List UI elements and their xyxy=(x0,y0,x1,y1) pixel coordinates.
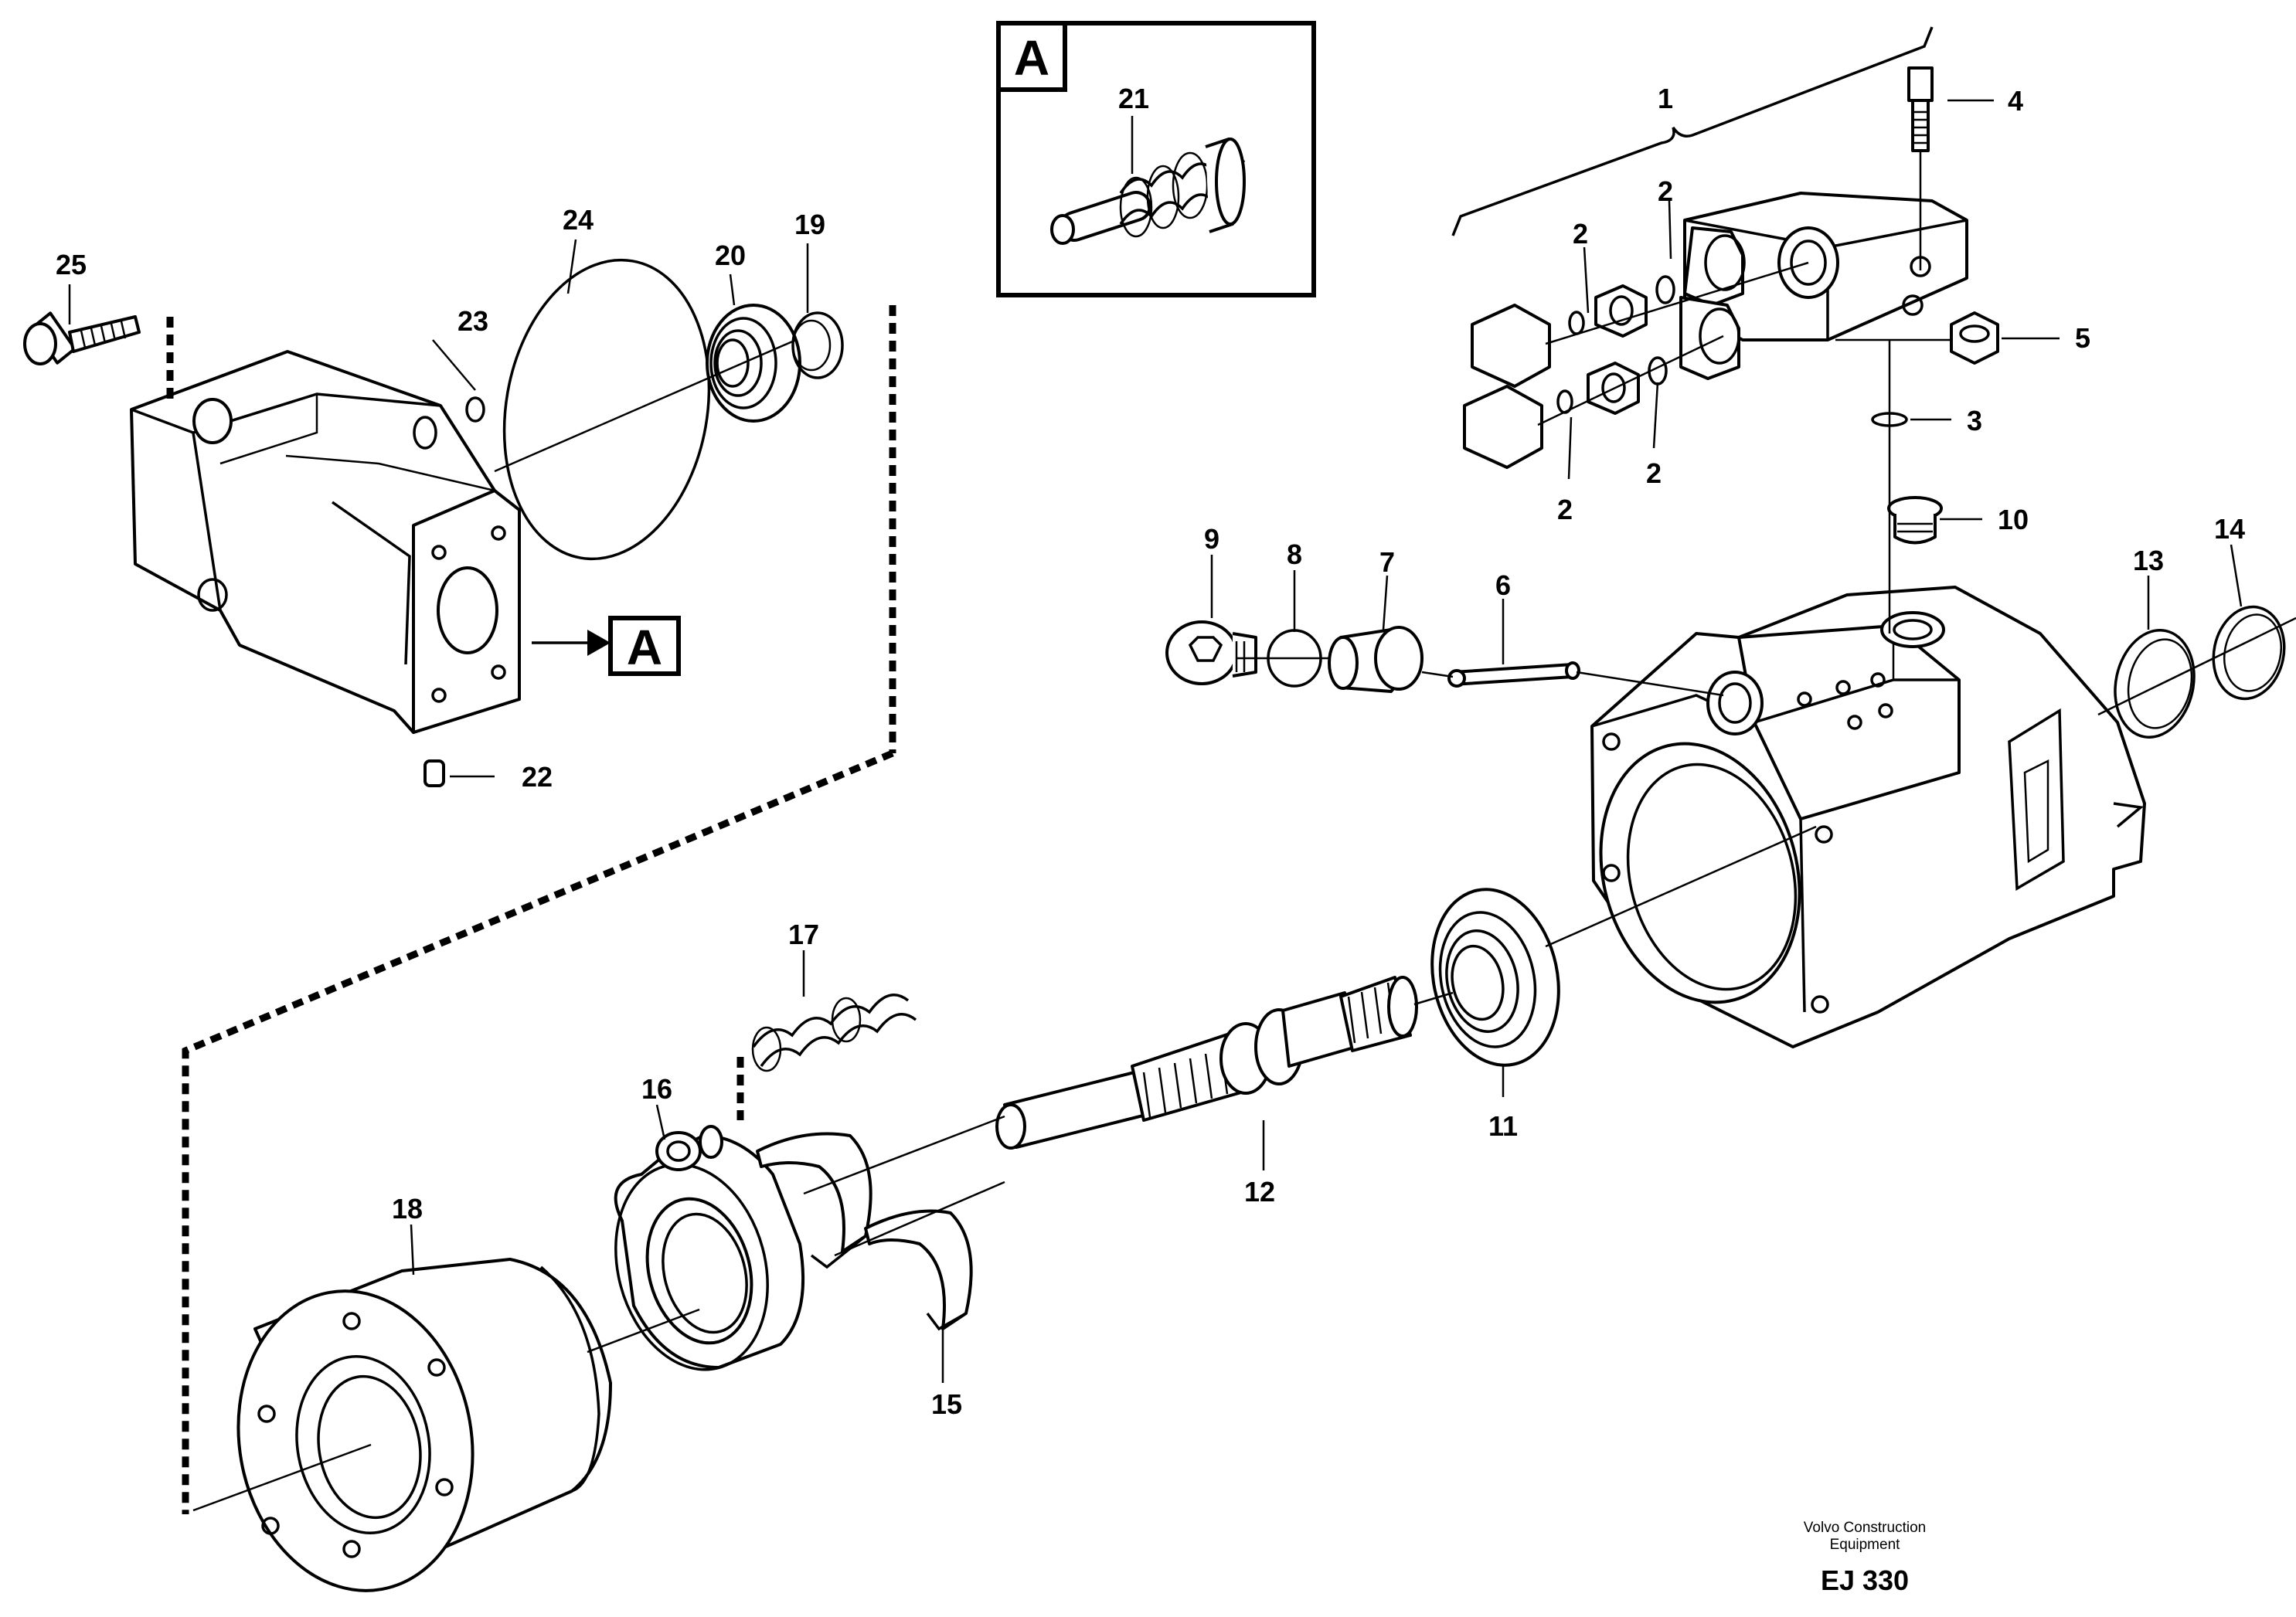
detail-a-reference: A xyxy=(532,616,681,676)
callout-2-a: 2 xyxy=(1658,175,1673,207)
ring-13 xyxy=(2114,628,2196,739)
detail-box-letter: A xyxy=(1014,30,1049,86)
callout-2-c: 2 xyxy=(1646,457,1662,489)
callout-11: 11 xyxy=(1488,1110,1518,1142)
footer-line-2: Equipment xyxy=(1830,1537,1901,1553)
callout-18: 18 xyxy=(392,1193,423,1225)
pump-housing xyxy=(1590,586,2146,1048)
leader-lines xyxy=(410,99,2243,1383)
callout-4: 4 xyxy=(2008,85,2023,117)
valve-block-1 xyxy=(1679,192,1968,380)
callout-8: 8 xyxy=(1287,538,1302,570)
detail-reference-letter: A xyxy=(627,620,662,675)
spring-17 xyxy=(751,994,917,1072)
pin-6 xyxy=(1447,661,1580,688)
bearing-11 xyxy=(1430,888,1560,1067)
dashed-assembly-lines xyxy=(166,305,896,1514)
shaft-12 xyxy=(995,976,1418,1150)
plug-9 xyxy=(1165,620,1257,685)
piston-7 xyxy=(1328,626,1424,693)
callout-9: 9 xyxy=(1204,523,1219,555)
callout-2-b: 2 xyxy=(1573,218,1588,250)
swash-plate-16 xyxy=(614,1125,805,1371)
callout-14: 14 xyxy=(2214,513,2245,545)
callout-19: 19 xyxy=(794,209,825,240)
callout-1: 1 xyxy=(1658,83,1673,114)
bolt-4 xyxy=(1907,66,1934,152)
snap-ring-14 xyxy=(2212,605,2286,701)
cylinder-barrel-18 xyxy=(236,1258,612,1592)
callout-17: 17 xyxy=(788,919,819,950)
callout-2-d: 2 xyxy=(1557,494,1573,525)
callout-15: 15 xyxy=(931,1388,962,1420)
callout-24: 24 xyxy=(563,204,594,236)
footer-brand: Volvo Construction Equipment EJ 330 xyxy=(1804,1520,1926,1596)
callout-3: 3 xyxy=(1967,405,1982,437)
callout-25: 25 xyxy=(56,249,87,280)
o-ring-3 xyxy=(1871,412,1908,427)
cover-housing xyxy=(130,350,521,787)
bracket-1 xyxy=(1451,26,1934,236)
o-ring-23 xyxy=(465,396,485,423)
callout-12: 12 xyxy=(1244,1176,1275,1208)
bearing-shells-15 xyxy=(756,1132,973,1331)
callout-7: 7 xyxy=(1379,546,1395,578)
footer-code: EJ 330 xyxy=(1821,1564,1909,1596)
callout-6: 6 xyxy=(1495,569,1511,601)
detail-box-a: A xyxy=(996,21,1316,297)
callout-labels: 1 2 2 2 2 2 2 3 4 5 6 7 8 9 10 11 12 13 … xyxy=(56,83,2245,1420)
footer-line-1: Volvo Construction xyxy=(1804,1520,1926,1536)
callout-21: 21 xyxy=(1118,83,1149,114)
plug-5 xyxy=(1950,311,1999,365)
callout-20: 20 xyxy=(715,239,746,271)
bearing-20 xyxy=(706,304,801,423)
callout-13: 13 xyxy=(2133,545,2164,576)
bolt-25 xyxy=(23,311,141,365)
plug-10 xyxy=(1887,496,1943,545)
callout-16: 16 xyxy=(641,1073,672,1105)
valve-caps-2 xyxy=(1463,275,1675,469)
ring-19 xyxy=(791,311,844,379)
detail-valve-part xyxy=(1050,116,1246,245)
callout-23: 23 xyxy=(457,305,488,337)
callout-5: 5 xyxy=(2075,322,2090,354)
callout-22: 22 xyxy=(522,761,553,793)
gasket-ring-24 xyxy=(502,258,711,561)
callout-10: 10 xyxy=(1998,504,2029,535)
